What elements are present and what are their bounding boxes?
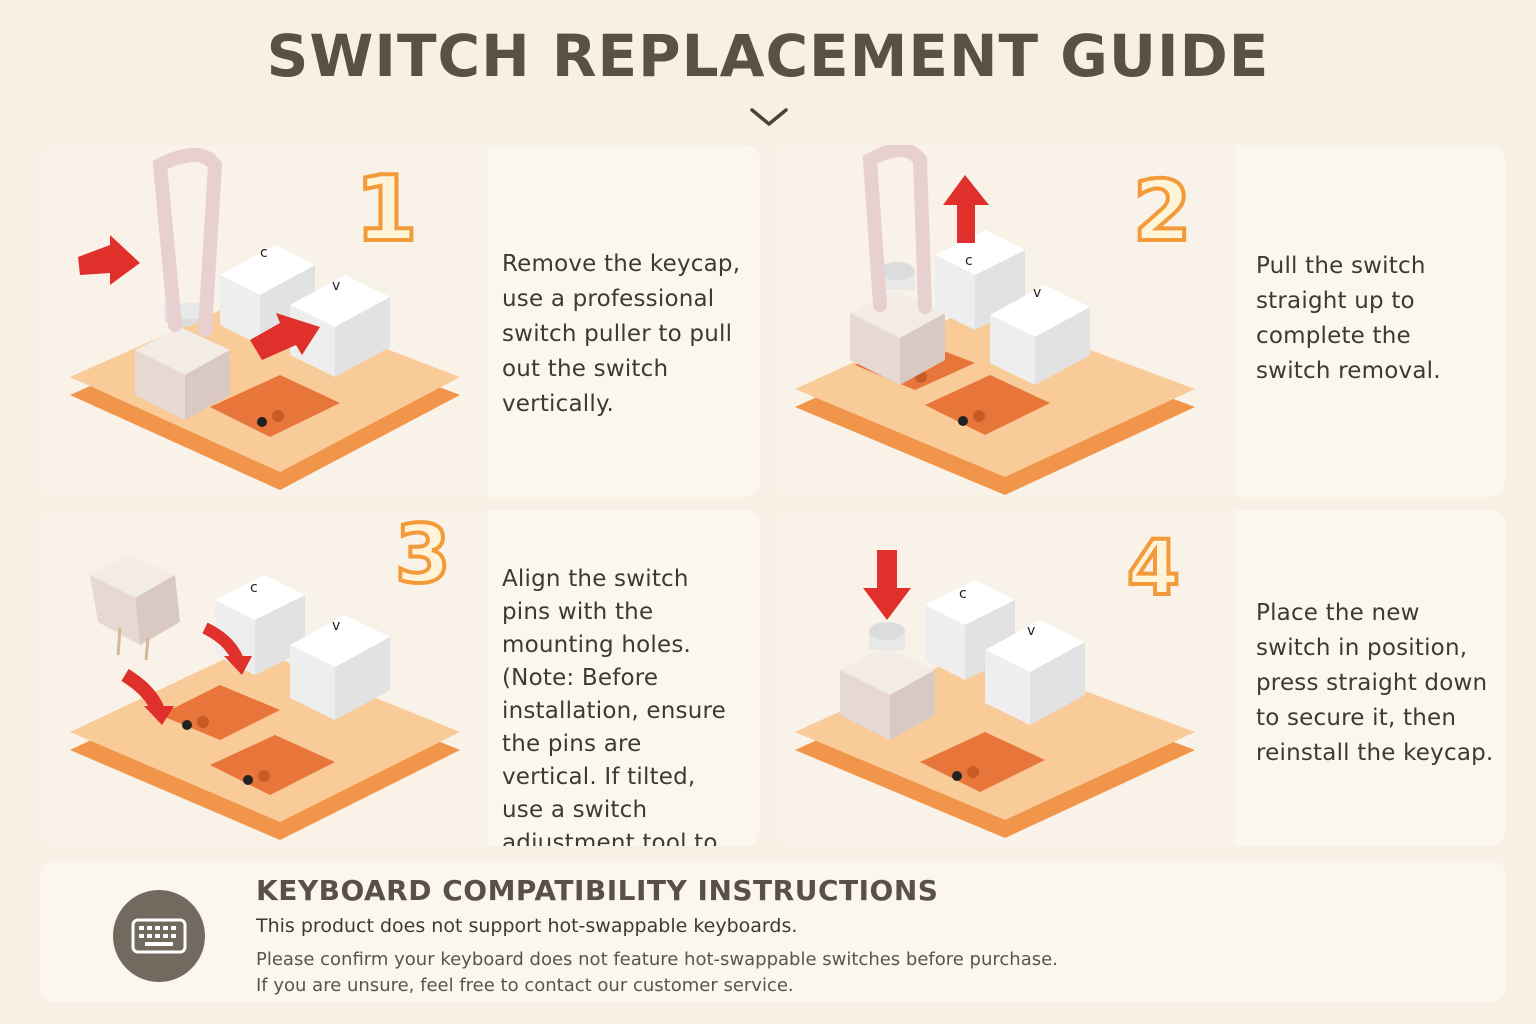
step-text-1: Remove the keycap, use a professional sw… [502, 251, 741, 417]
keyboard-icon [113, 890, 205, 982]
compatibility-panel: KEYBOARD COMPATIBILITY INSTRUCTIONS This… [40, 860, 1505, 1002]
svg-text:c: c [965, 253, 973, 269]
page-title: SWITCH REPLACEMENT GUIDE [266, 22, 1270, 90]
compatibility-title: KEYBOARD COMPATIBILITY INSTRUCTIONS [256, 874, 939, 907]
step-illustration-1: c v 1 [40, 145, 488, 497]
step-card-3: c v 3 Align the switch pins with the mou… [40, 510, 760, 846]
compatibility-line-1: This product does not support hot-swappa… [256, 915, 798, 937]
step-text-2: Pull the switch straight up to complete … [1256, 253, 1441, 384]
svg-text:c: c [260, 245, 268, 261]
svg-text:c: c [250, 580, 258, 596]
step-illustration-3: c v 3 [40, 510, 488, 846]
step-illustration-4: c v 4 [775, 510, 1235, 846]
step-text-4: Place the new switch in position, press … [1256, 600, 1494, 766]
arrow-down-icon [863, 550, 911, 620]
step-card-4: c v 4 Place the new switch in position, … [775, 510, 1505, 846]
compatibility-line-3: If you are unsure, feel free to contact … [256, 975, 794, 996]
step-text-3: Align the switch pins with the mounting … [502, 566, 727, 846]
svg-text:c: c [959, 586, 967, 602]
svg-text:v: v [332, 278, 340, 294]
step-number-4: 4 [1127, 523, 1180, 612]
step-card-1: c v 1 Remove the keycap, use a professio… [40, 145, 760, 497]
arrow-up-icon [943, 175, 989, 243]
arrow-icon [78, 235, 140, 285]
arrow-icon [250, 313, 320, 360]
step-illustration-2: c v 2 [775, 145, 1235, 497]
svg-text:v: v [1033, 285, 1041, 301]
compatibility-line-2: Please confirm your keyboard does not fe… [256, 949, 1058, 970]
step-number-3: 3 [395, 510, 451, 601]
chevron-down-icon [750, 108, 788, 126]
svg-text:v: v [1027, 623, 1035, 639]
step-number-2: 2 [1133, 162, 1191, 260]
step-number-1: 1 [355, 157, 418, 262]
step-card-2: c v 2 Pull the switch straight up to com… [775, 145, 1505, 497]
svg-text:v: v [332, 618, 340, 634]
